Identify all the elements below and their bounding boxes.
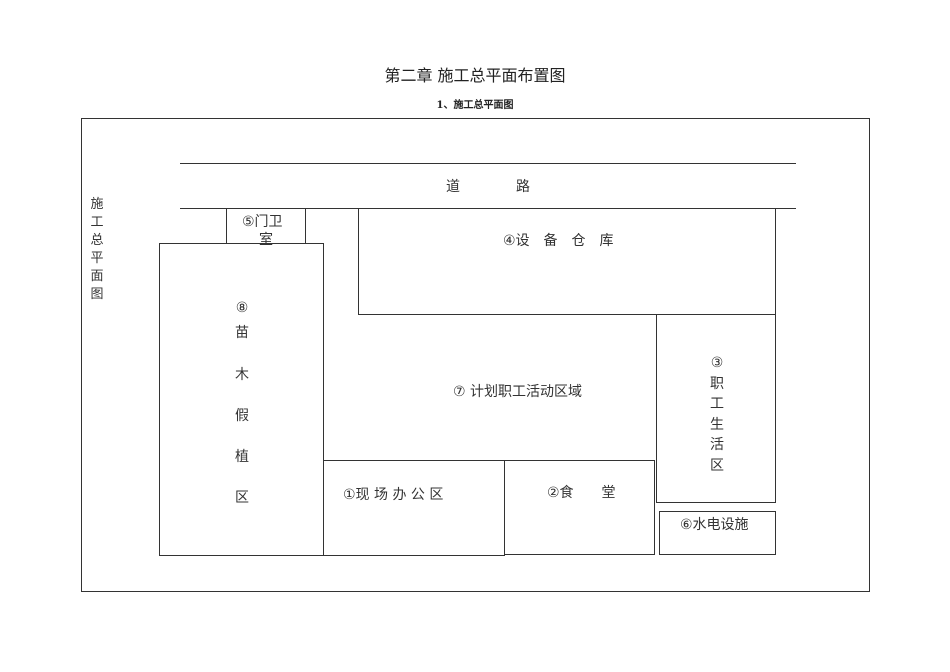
warehouse xyxy=(358,208,776,315)
side-label: 施 工 总 平 面 图 xyxy=(88,196,106,304)
site-office xyxy=(323,460,505,556)
road-bottom-line xyxy=(180,208,796,209)
gate-room-label: ⑤门卫 xyxy=(242,214,283,230)
nursery-label: ⑧ 苗 木 假 植 区 xyxy=(232,300,252,509)
nursery-char: 苗 xyxy=(235,325,249,341)
road-label: 道 路 xyxy=(446,179,530,195)
side-label-char: 图 xyxy=(90,287,104,302)
canteen xyxy=(504,460,655,555)
site-office-label: ①现 场 办 公 区 xyxy=(343,487,444,503)
canteen-label: ②食 堂 xyxy=(547,485,616,501)
warehouse-label: ④设 备 仓 库 xyxy=(503,233,614,249)
nursery-char: ⑧ xyxy=(235,300,249,316)
living-char: 工 xyxy=(710,396,724,412)
side-label-char: 施 xyxy=(90,197,104,212)
side-label-char: 工 xyxy=(90,215,104,230)
plan-frame xyxy=(81,118,870,592)
nursery-area xyxy=(159,243,324,556)
nursery-char: 假 xyxy=(235,408,249,424)
nursery-char: 木 xyxy=(235,367,249,383)
living-char: 区 xyxy=(710,457,724,474)
page-title: 第二章 施工总平面布置图 xyxy=(384,66,566,85)
living-area xyxy=(656,314,776,503)
utility-facility-label: ⑥水电设施 xyxy=(680,517,749,533)
living-char: ③ xyxy=(710,355,724,371)
living-char: 活 xyxy=(710,437,724,453)
nursery-char: 区 xyxy=(235,490,249,506)
nursery-char: 植 xyxy=(235,449,249,465)
side-label-char: 总 xyxy=(90,233,104,248)
side-label-char: 平 xyxy=(90,251,104,266)
road-top-line xyxy=(180,163,796,164)
gate-room-label-2: 室 xyxy=(259,232,273,248)
living-char: 职 xyxy=(710,375,724,392)
utility-facility xyxy=(659,511,776,555)
section-subtitle: 1、施工总平面图 xyxy=(436,100,514,111)
activity-area-label: ⑦ 计划职工活动区域 xyxy=(453,384,583,400)
side-label-char: 面 xyxy=(90,269,104,284)
living-char: 生 xyxy=(710,416,724,433)
living-area-label: ③ 职 工 生 活 区 xyxy=(707,353,727,476)
